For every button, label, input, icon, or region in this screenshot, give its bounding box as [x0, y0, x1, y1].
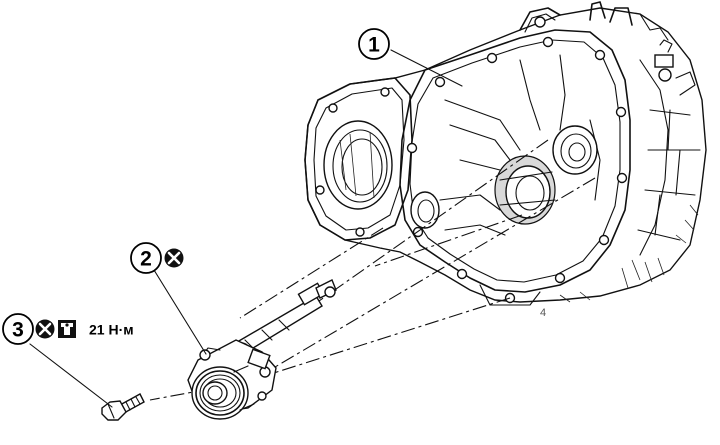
callout-3-number: 3 [12, 319, 24, 342]
case-bolt-holes [406, 36, 628, 304]
concentric-slave-cylinder [187, 339, 277, 420]
leader-lines [29, 49, 463, 408]
callout-1-number: 1 [368, 34, 380, 57]
callout-3: 3 21 Н·м [2, 313, 134, 345]
callout-2-number: 2 [140, 248, 152, 271]
never-reuse-icon [35, 319, 55, 339]
transaxle-case [304, 1, 707, 306]
callout-3-circle [2, 313, 34, 345]
torque-spec: 21 Н·м [89, 322, 134, 338]
stray-mark: 4 [540, 307, 546, 319]
torque-wrench-icon [58, 320, 76, 338]
callout-2-circle [130, 242, 162, 274]
callout-1-circle [358, 28, 390, 60]
never-reuse-icon [164, 248, 184, 268]
callout-2: 2 [130, 242, 184, 274]
callout-1: 1 [358, 28, 390, 60]
mounting-bolt [101, 393, 145, 421]
